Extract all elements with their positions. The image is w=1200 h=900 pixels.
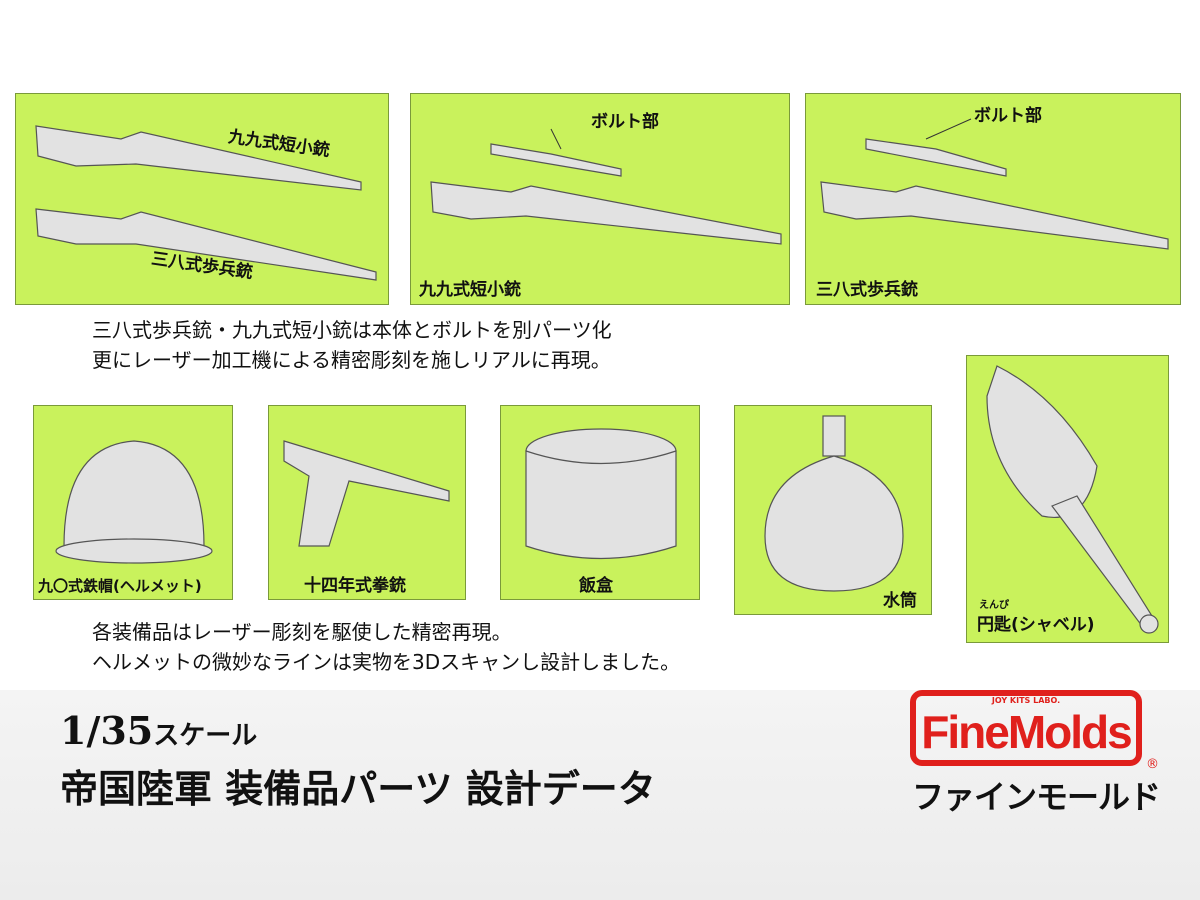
bolt-label: ボルト部 xyxy=(974,106,1042,126)
rifle-pair-illustration xyxy=(35,125,377,281)
label-shovel-ruby: えんぴ xyxy=(979,600,1009,611)
label-messkit: 飯盒 xyxy=(579,576,613,596)
label-shovel: 円匙(シャベル) xyxy=(977,615,1095,635)
type99-illustration xyxy=(430,128,782,245)
rifle-note-line2: 更にレーザー加工機による精密彫刻を施しリアルに再現。 xyxy=(92,348,611,372)
scale-word: スケール xyxy=(153,721,258,751)
label-type38: 三八式歩兵銃 xyxy=(816,280,918,300)
scale-title: 1/35スケール xyxy=(60,708,257,759)
equip-note-line1: 各装備品はレーザー彫刻を駆使した精密再現。 xyxy=(92,620,512,644)
panel-shovel: えんぴ 円匙(シャベル) xyxy=(966,355,1169,643)
pistol-illustration xyxy=(283,440,450,547)
panel-type99: ボルト部 九九式短小銃 xyxy=(410,93,790,305)
scale-number: 1/35 xyxy=(60,708,154,753)
messkit-illustration xyxy=(525,428,677,560)
panel-messkit: 飯盒 xyxy=(500,405,700,600)
registered-mark: ® xyxy=(1146,757,1159,772)
rifle-note-line1: 三八式歩兵銃・九九式短小銃は本体とボルトを別パーツ化 xyxy=(92,318,612,342)
footer-background xyxy=(0,690,1200,900)
panel-canteen: 水筒 xyxy=(734,405,932,615)
logo-kana: ファインモールド xyxy=(912,778,1161,816)
equip-note-line2: ヘルメットの微妙なラインは実物を3Dスキャンし設計しました。 xyxy=(92,650,681,674)
logo-brand: FineMolds xyxy=(921,706,1132,758)
finemolds-logo: JOY KITS LABO. FineMolds xyxy=(910,690,1142,766)
panel-rifles: 九九式短小銃 三八式歩兵銃 xyxy=(15,93,389,305)
shovel-illustration xyxy=(986,365,1159,634)
label-pistol: 十四年式拳銃 xyxy=(304,576,406,596)
bolt-label: ボルト部 xyxy=(591,112,659,132)
canteen-illustration xyxy=(764,415,904,592)
panel-pistol: 十四年式拳銃 xyxy=(268,405,466,600)
helmet-illustration xyxy=(55,440,213,564)
page-title: 帝国陸軍 装備品パーツ 設計データ xyxy=(60,766,656,811)
panel-helmet: 九〇式鉄帽(ヘルメット) xyxy=(33,405,233,600)
label-canteen: 水筒 xyxy=(883,591,917,611)
label-type99: 九九式短小銃 xyxy=(419,280,521,300)
type38-illustration xyxy=(820,118,1169,250)
panel-type38: ボルト部 三八式歩兵銃 xyxy=(805,93,1181,305)
logo-tagline: JOY KITS LABO. xyxy=(991,696,1061,705)
label-helmet: 九〇式鉄帽(ヘルメット) xyxy=(38,577,202,595)
